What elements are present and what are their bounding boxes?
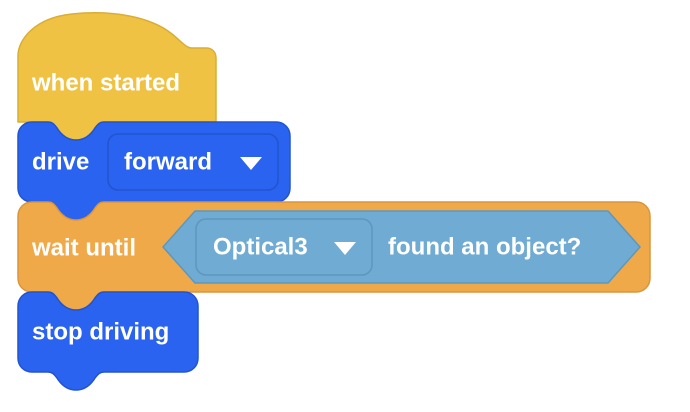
chevron-down-icon[interactable] — [334, 242, 356, 255]
stop-driving-shape[interactable] — [17, 291, 199, 391]
sensor-port-dropdown-bg[interactable] — [195, 218, 373, 276]
found-an-object-label: found an object? — [388, 233, 581, 260]
stop-driving-label: stop driving — [32, 318, 169, 345]
when-started-label: when started — [31, 69, 180, 96]
block-stop-driving[interactable]: stop driving — [17, 291, 199, 391]
block-when-started[interactable]: when started — [17, 12, 217, 141]
wait-until-label: wait until — [31, 234, 136, 261]
drive-label: drive — [32, 148, 89, 175]
block-found-an-object[interactable]: Optical3 found an object? — [162, 210, 641, 284]
sensor-port-value: Optical3 — [213, 233, 308, 260]
drive-direction-dropdown[interactable]: forward — [107, 133, 279, 191]
block-wait-until[interactable]: wait until Optical3 found an object? — [17, 201, 651, 311]
drive-direction-dropdown-bg[interactable] — [107, 133, 279, 191]
chevron-down-icon[interactable] — [240, 157, 262, 170]
sensor-port-dropdown[interactable]: Optical3 — [195, 218, 373, 276]
drive-direction-value: forward — [124, 148, 212, 175]
